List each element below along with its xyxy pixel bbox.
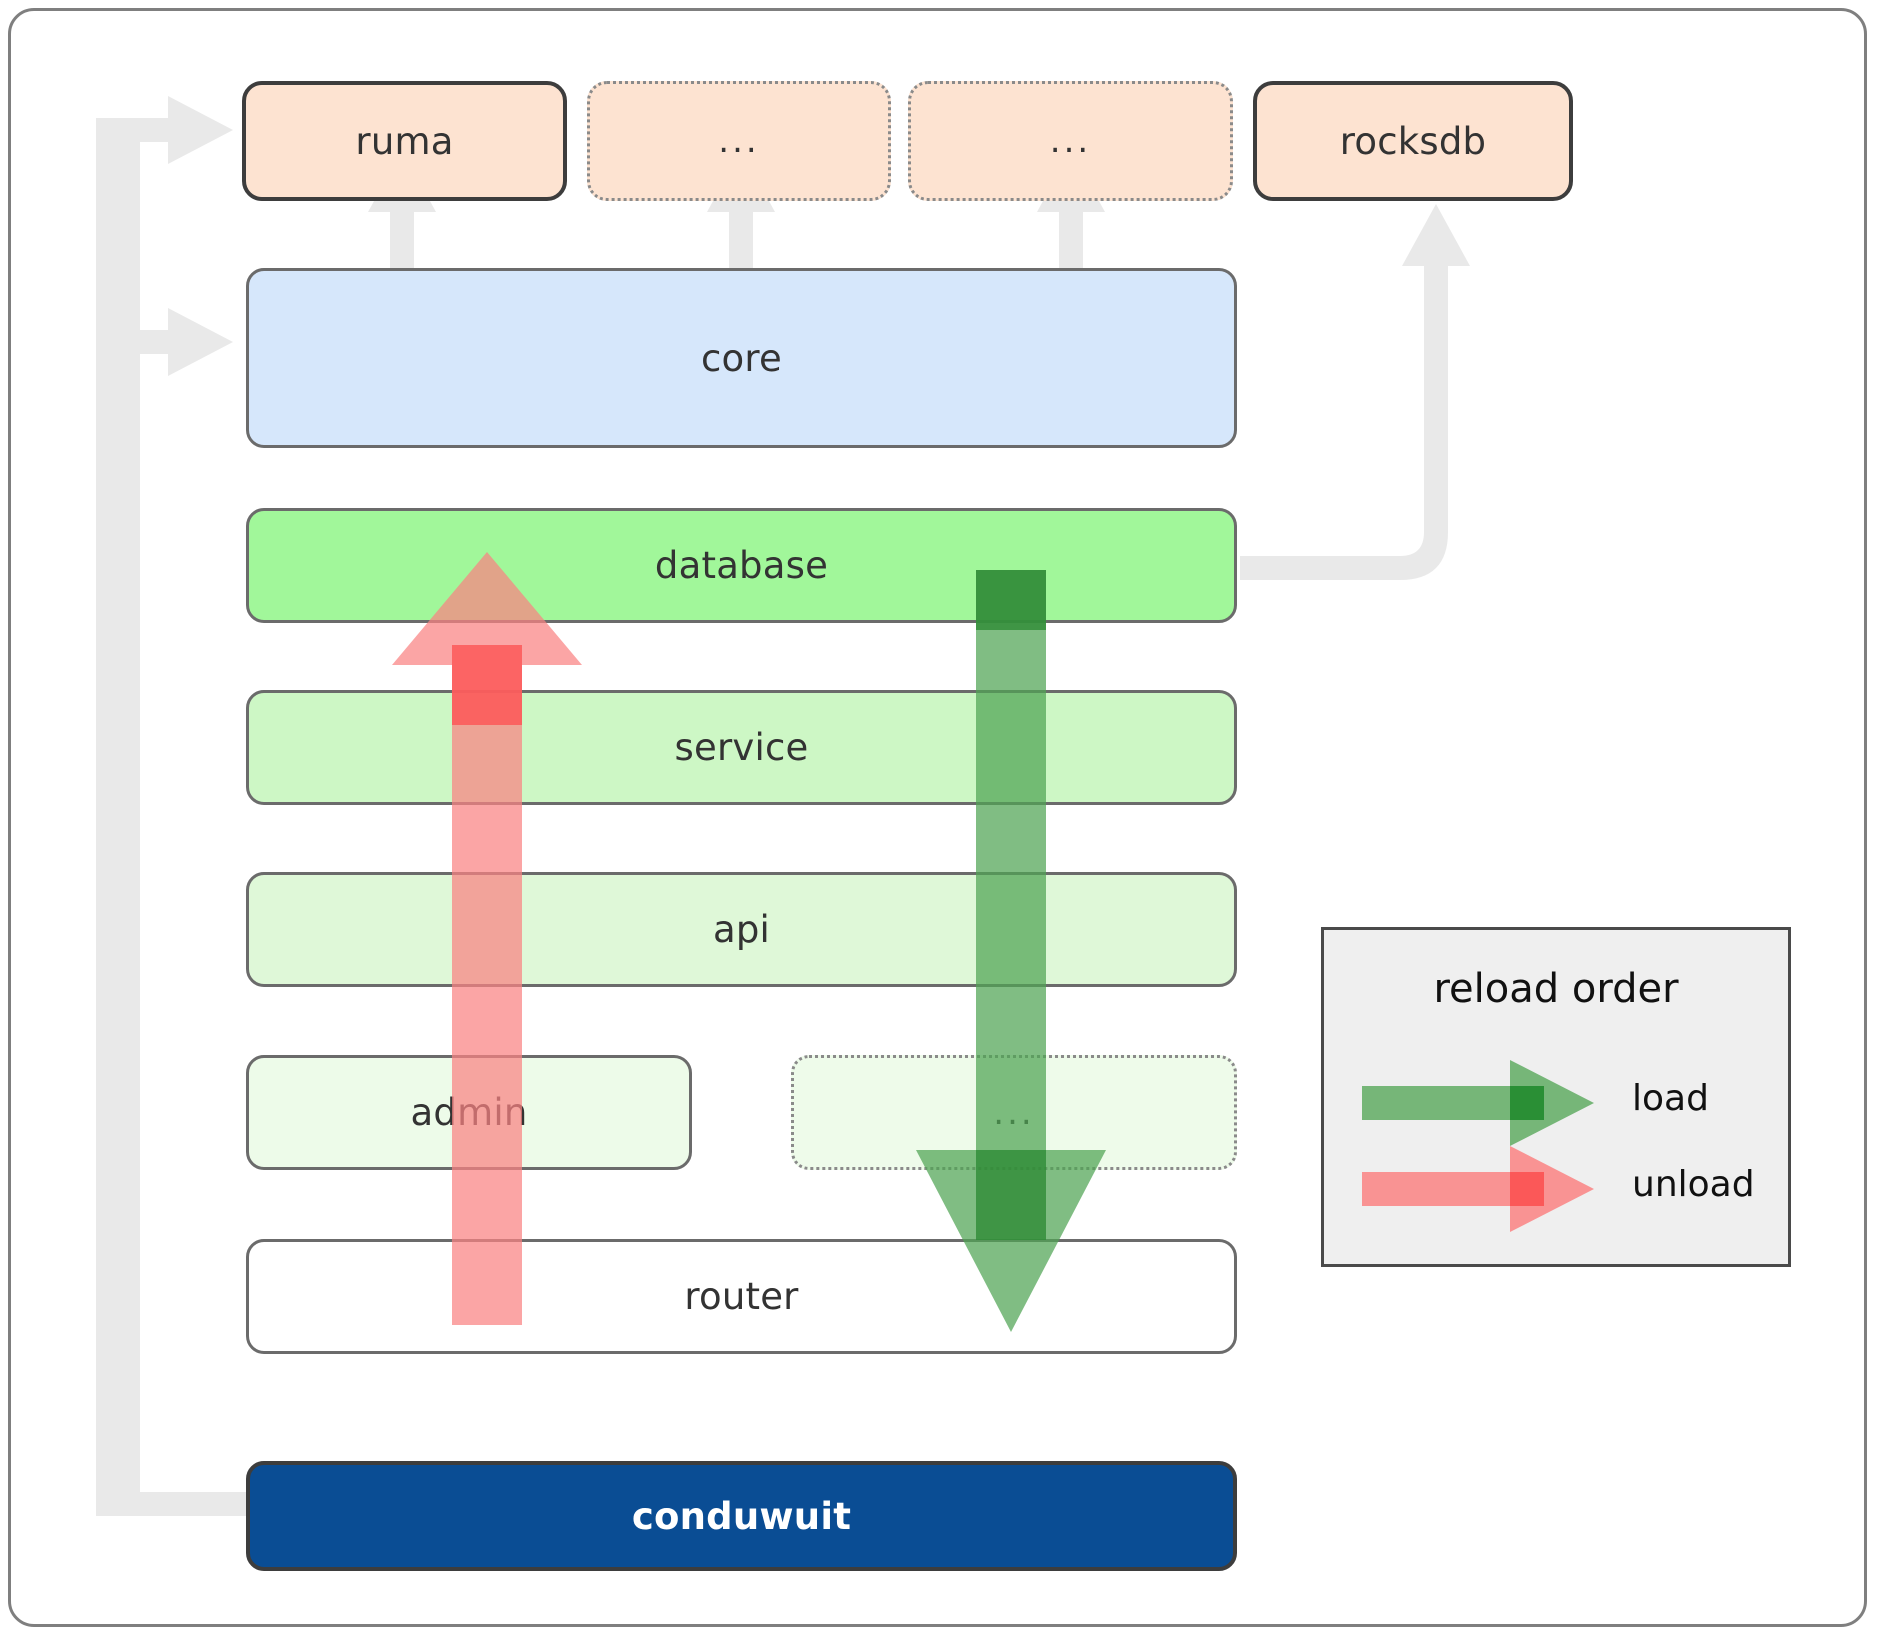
dependency-label: ... bbox=[718, 121, 760, 161]
unload-arrow-icon bbox=[1362, 1146, 1594, 1232]
layer-box-service[interactable]: service bbox=[246, 690, 1237, 805]
legend-label-unload: unload bbox=[1632, 1164, 1755, 1205]
legend-label-load: load bbox=[1632, 1078, 1709, 1119]
layer-label: core bbox=[701, 336, 782, 380]
layer-label: database bbox=[654, 544, 829, 587]
load-arrow-icon bbox=[1362, 1060, 1594, 1146]
dependency-box-ruma[interactable]: ruma bbox=[242, 81, 567, 201]
layer-label: service bbox=[674, 726, 809, 769]
layer-label: admin bbox=[410, 1091, 528, 1134]
layer-label: router bbox=[684, 1275, 799, 1318]
layer-label: ... bbox=[993, 1092, 1035, 1133]
dependency-label: rocksdb bbox=[1339, 119, 1487, 163]
legend-panel: reload order load unload bbox=[1321, 927, 1791, 1267]
layer-box-admin[interactable]: admin bbox=[246, 1055, 692, 1170]
layer-box-core[interactable]: core bbox=[246, 268, 1237, 448]
layer-box-database[interactable]: database bbox=[246, 508, 1237, 623]
layer-box-api[interactable]: api bbox=[246, 872, 1237, 987]
legend-title: reload order bbox=[1433, 966, 1679, 1012]
legend-row-unload: unload bbox=[1324, 1146, 1788, 1232]
binary-box-conduwuit[interactable]: conduwuit bbox=[246, 1461, 1237, 1571]
dependency-label: ruma bbox=[355, 119, 454, 163]
layer-box-router[interactable]: router bbox=[246, 1239, 1237, 1354]
dependency-box-more-1[interactable]: ... bbox=[587, 81, 891, 201]
legend-row-load: load bbox=[1324, 1060, 1788, 1146]
layer-label: api bbox=[712, 908, 771, 951]
dependency-box-rocksdb[interactable]: rocksdb bbox=[1253, 81, 1573, 201]
layer-box-more[interactable]: ... bbox=[791, 1055, 1237, 1170]
binary-label: conduwuit bbox=[631, 1494, 852, 1538]
dependency-label: ... bbox=[1049, 121, 1092, 161]
dependency-box-more-2[interactable]: ... bbox=[908, 81, 1233, 201]
